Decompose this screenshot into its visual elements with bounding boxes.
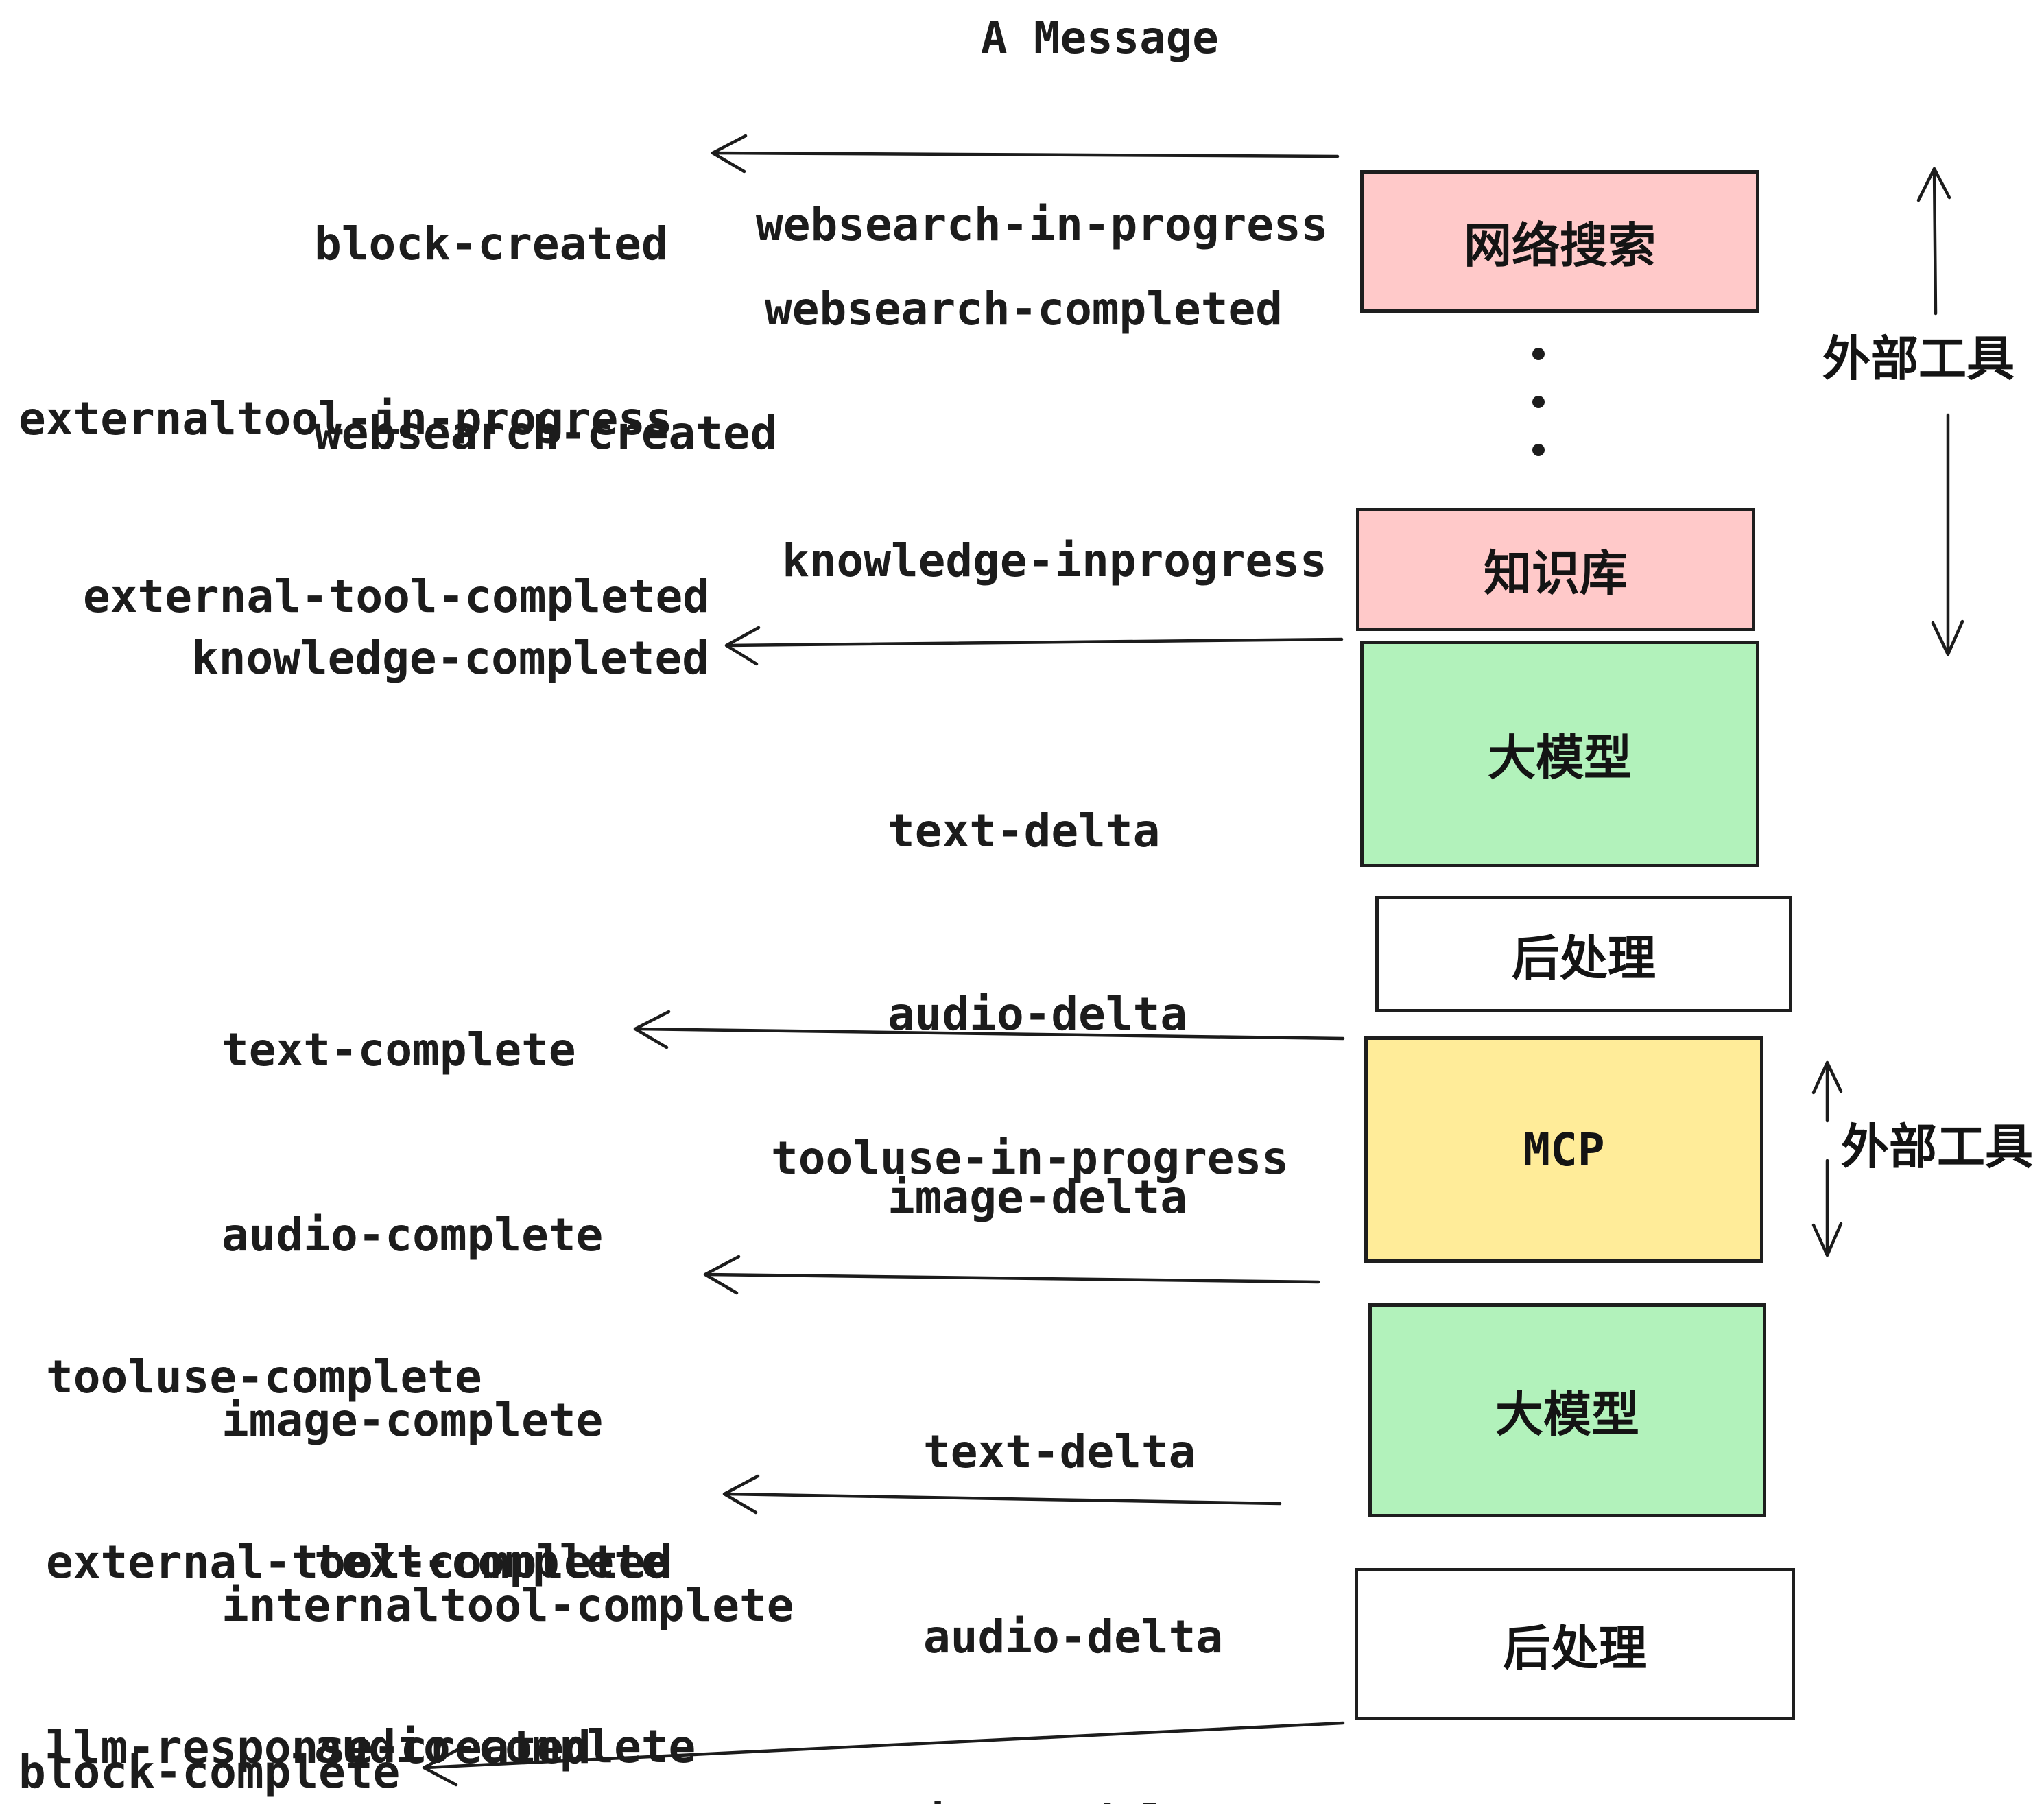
box-post-processing-2-label: 后处理 <box>1503 1619 1647 1676</box>
event-group-deltas-1: text-delta audio-delta image-delta <box>888 678 1187 1350</box>
event-text-complete-2: text-complete <box>314 1535 669 1588</box>
event-websearch-completed: websearch-completed <box>765 283 1283 335</box>
box-knowledge-label: 知识库 <box>1484 545 1628 602</box>
diagram-title: A Message <box>981 13 1219 64</box>
box-mcp-label: MCP <box>1523 1123 1605 1176</box>
box-knowledge: 知识库 <box>1356 508 1755 631</box>
event-audio-complete-1: audio-complete <box>222 1209 604 1261</box>
event-websearch-in-progress: websearch-in-progress <box>756 198 1329 251</box>
event-block-created: block-created <box>314 217 669 270</box>
event-audio-complete-2: audio-complete <box>314 1720 696 1773</box>
side-label-external-tools-top: 外部工具 <box>1822 331 2015 387</box>
event-group-tooluse-complete: tooluse-complete external-tool-completed… <box>46 1223 673 1804</box>
ellipsis-dot <box>1532 348 1545 360</box>
event-knowledge-completed: knowledge-completed <box>191 632 709 685</box>
event-group-deltas-2: text-delta audio-delta image-delta <box>923 1298 1223 1804</box>
box-post-processing-2: 后处理 <box>1355 1568 1795 1720</box>
ellipsis-dot <box>1532 444 1545 456</box>
event-tooluse-in-progress: tooluse-in-progress <box>771 1132 1289 1185</box>
event-internaltool-complete-1: internaltool-complete <box>222 1579 794 1632</box>
box-llm-1: 大模型 <box>1360 641 1759 867</box>
arrow-to-block-complete <box>422 1721 1345 1787</box>
box-llm-2: 大模型 <box>1368 1303 1766 1517</box>
event-group-completes-1: text-complete audio-complete image-compl… <box>222 896 794 1760</box>
event-group-completes-2: text-complete audio-complete image-compl… <box>314 1408 886 1804</box>
event-external-tool-completed-2: external-tool-completed <box>46 1536 673 1589</box>
box-websearch-label: 网络搜索 <box>1464 217 1656 274</box>
external-tools-mcp-arrow-up <box>1811 1060 1843 1123</box>
box-mcp: MCP <box>1364 1036 1763 1263</box>
external-tools-top-arrow-down <box>1931 413 1964 656</box>
arrow-to-knowledge-completed <box>724 626 1344 666</box>
external-tools-mcp-arrow-down <box>1811 1159 1843 1257</box>
event-tooluse-complete: tooluse-complete <box>46 1351 482 1403</box>
event-text-complete-1: text-complete <box>222 1023 576 1076</box>
event-image-delta-1: image-delta <box>888 1171 1188 1224</box>
external-tools-top-arrow-up <box>1916 167 1951 316</box>
arrow-to-tooluse-complete <box>703 1255 1320 1295</box>
arrow-to-websearch-created <box>711 134 1340 174</box>
event-block-complete: block-complete <box>19 1746 401 1799</box>
box-llm-2-label: 大模型 <box>1495 1386 1639 1443</box>
box-post-processing-1: 后处理 <box>1375 896 1792 1012</box>
event-group-block-created: block-created websearch-created <box>314 86 778 591</box>
event-llm-response-created: llm-response-created <box>46 1721 591 1774</box>
event-external-tool-completed-1: external-tool-completed <box>83 570 710 623</box>
event-text-delta-2: text-delta <box>923 1425 1196 1478</box>
arrow-to-audio-complete <box>722 1474 1282 1515</box>
box-post-processing-1-label: 后处理 <box>1512 929 1656 986</box>
event-text-delta-1: text-delta <box>888 805 1161 857</box>
side-label-external-tools-mcp: 外部工具 <box>1841 1119 2033 1175</box>
event-externaltool-in-progress: externaltool-in-progress <box>19 392 673 445</box>
arrow-to-image-complete <box>633 1010 1345 1049</box>
event-websearch-created: websearch-created <box>314 407 778 460</box>
box-llm-1-label: 大模型 <box>1488 729 1632 786</box>
event-audio-delta-1: audio-delta <box>888 988 1188 1041</box>
ellipsis-dot <box>1532 396 1545 408</box>
event-image-complete-1: image-complete <box>222 1394 604 1447</box>
event-image-delta-2: image-delta <box>923 1792 1223 1804</box>
event-audio-delta-2: audio-delta <box>923 1611 1224 1663</box>
box-websearch: 网络搜索 <box>1360 170 1759 313</box>
event-knowledge-inprogress: knowledge-inprogress <box>782 534 1327 587</box>
